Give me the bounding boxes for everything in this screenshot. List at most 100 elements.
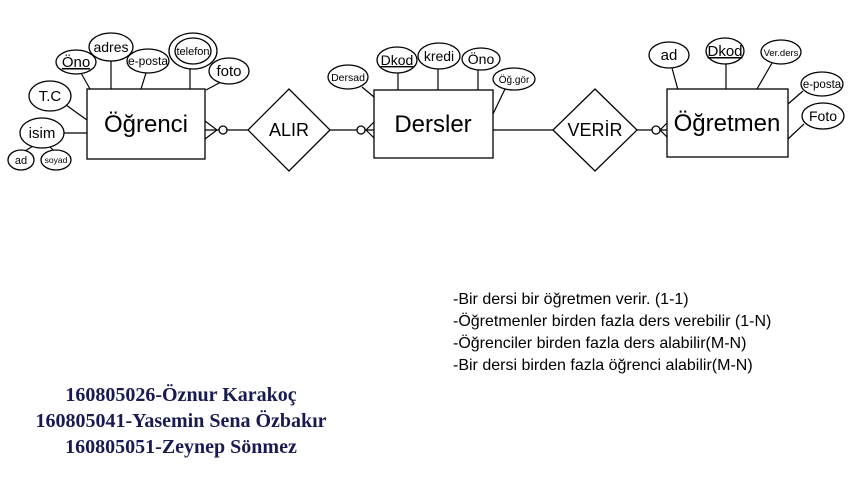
entity-ogretmen: Öğretmen [666,88,789,158]
relationship-alir: ALIR [247,88,331,172]
crowfoot-prong [204,120,218,131]
attribute-ogrenci-ono: Öno [55,49,97,90]
attribute-ellipse [417,42,461,70]
student-credits: 160805026-Öznur Karakoç 160805041-Yasemi… [18,382,344,460]
attribute-label: foto [216,63,241,80]
relationship-verir: VERİR [552,88,638,172]
crowfoot-prong [659,129,668,138]
attribute-label: Dkod [707,43,742,60]
connector-verir-ogretmen [637,122,668,138]
crowfoot-prong [365,121,375,131]
attribute-ellipse [28,80,72,112]
credit-line-2: 160805041-Yasemin Sena Özbakır [35,410,327,432]
entity-label: Dersler [394,111,471,138]
relationship-diamond [552,88,638,172]
attribute-label: e-posta [128,54,168,68]
note-line-2: -Öğretmenler birden fazla ders verebilir… [453,313,772,330]
attribute-ogretmen-ad: ad [648,41,690,91]
attribute-ogrenci-telefon: telefon [168,32,218,89]
attribute-label: telefon [176,46,209,58]
attribute-ellipse [492,67,536,91]
crowfoot-prong [659,122,668,131]
attribute-label: e-posta [803,79,842,91]
attribute-label: T.C [39,88,62,105]
cardinality-notes: -Bir dersi bir öğretmen verir. (1-1) -Öğ… [453,289,771,377]
attribute-ellipse [126,48,170,74]
attribute-line [756,62,773,90]
attribute-label: ad [661,47,678,64]
note-line-3: -Öğrenciler birden fazla ders alabilir(M… [453,335,747,352]
attribute-ogrenci-tc: T.C [28,80,88,121]
entity-label: Öğretmen [674,110,781,137]
connector-ogrenci-alir [204,120,248,140]
attribute-line [140,72,147,90]
attribute-line [492,88,506,115]
attribute-ellipse [461,47,501,71]
attribute-ellipse [88,32,134,62]
attribute-ogrenci-foto: foto [205,57,250,91]
attribute-line [205,81,222,91]
entity-box [86,88,206,160]
attribute-ogrenci-ad: ad [7,149,35,171]
crowfoot-prong [365,129,375,139]
attribute-ellipse [648,41,690,69]
relationship-label: VERİR [567,120,622,140]
crowfoot-prong [204,129,218,140]
attribute-ellipse [327,64,369,90]
attribute-label: isim [29,125,56,142]
entity-box [373,89,494,159]
attribute-line [671,67,679,91]
attribute-dersler-ono: Öno [461,47,501,90]
attribute-label: Öno [62,53,90,71]
credit-line-1: 160805026-Öznur Karakoç [65,384,297,406]
relationship-diamond [247,88,331,172]
entity-dersler: Dersler [373,89,494,159]
attribute-ellipse [19,117,65,149]
attribute-ogrenci-isim: isim [19,117,87,152]
note-line-1: -Bir dersi bir öğretmen verir. (1-1) [453,291,689,308]
entity-box [666,88,789,158]
attribute-line [787,90,804,105]
attribute-label: ad [15,155,27,167]
attribute-ellipse [801,102,845,130]
attribute-line [787,123,805,140]
attribute-label: Dersad [331,72,365,84]
entity-label: Öğrenci [104,111,188,138]
attribute-label: Ver.ders [764,48,799,59]
attribute-ogretmen-verders: Ver.ders [756,39,802,90]
attribute-label: soyad [45,155,68,165]
attribute-label: Foto [809,108,837,124]
note-line-4: -Bir dersi birden fazla öğrenci alabilir… [453,357,753,374]
attribute-ellipse [800,71,844,97]
attribute-label: adres [93,39,128,55]
attribute-ellipse [55,49,97,75]
attribute-ellipse [760,39,802,65]
relationship-label: ALIR [269,120,309,140]
zero-circle [218,125,228,135]
zero-circle [651,125,661,135]
attribute-dersler-kredi: kredi [417,42,461,90]
attribute-ellipse [376,46,418,74]
attribute-ellipse [40,149,72,171]
multivalued-inner-ellipse [174,37,212,65]
attribute-ogretmen-dkod: Dkod [705,37,745,89]
attribute-ogrenci-soyad: soyad [40,149,72,171]
attribute-label: Öno [468,50,495,67]
attribute-ellipse [705,37,745,65]
connector-alir-dersler [330,121,375,139]
attribute-line [361,86,375,98]
entity-ogrenci: Öğrenci [86,88,206,160]
attribute-dersler-oggor: Öğ.gör [492,67,536,115]
zero-circle [356,125,366,135]
attribute-label: Öğ.gör [499,74,530,86]
attribute-ogretmen-eposta: e-posta [787,71,844,105]
attribute-label: kredi [424,48,454,64]
attribute-dersler-dersad: Dersad [327,64,375,98]
attribute-dersler-dkod: Dkod [376,46,418,90]
attribute-ogrenci-eposta: e-posta [126,48,170,90]
attribute-line [65,104,88,121]
attribute-label: Dkod [381,52,414,68]
credit-line-3: 160805051-Zeynep Sönmez [65,436,297,458]
